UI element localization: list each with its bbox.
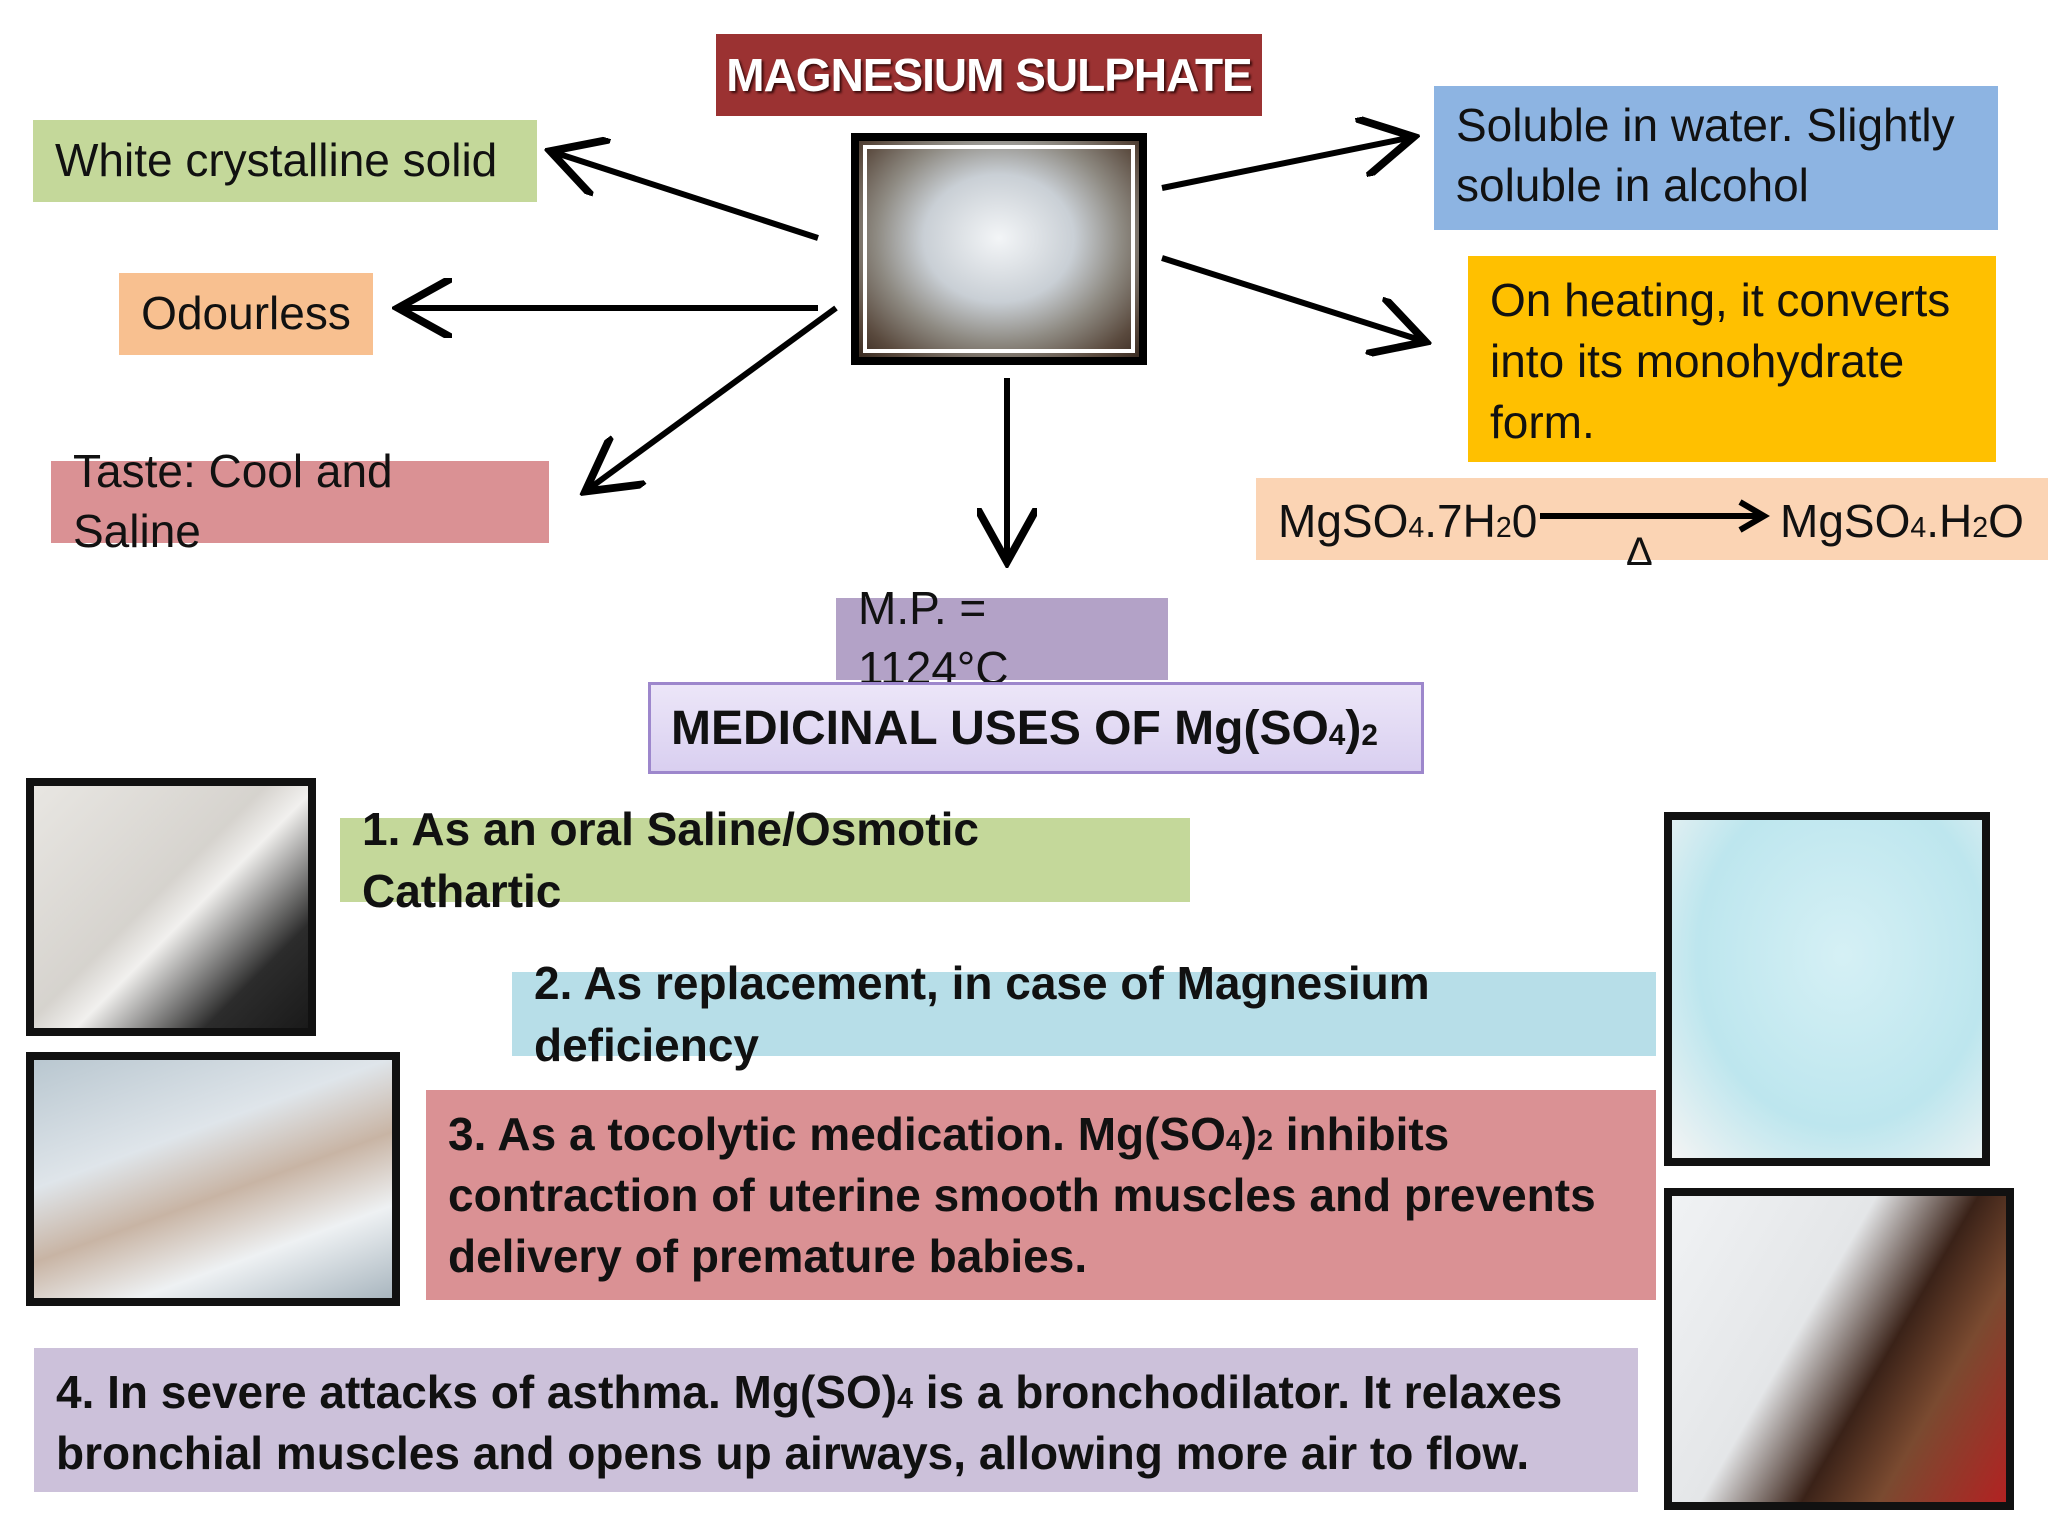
reactant-part-a: MgSO bbox=[1278, 495, 1409, 547]
uses-header-part-b: ) bbox=[1345, 701, 1362, 755]
arrow-to-solubility bbox=[1161, 138, 1408, 191]
arrow-to-white-solid bbox=[556, 153, 819, 241]
property-odour: Odourless bbox=[119, 273, 373, 355]
magnesium-sulphate-crystals-image bbox=[851, 133, 1147, 365]
reactant-part-b: .7H bbox=[1424, 495, 1496, 547]
property-heating: On heating, it converts into its monohyd… bbox=[1468, 256, 1996, 462]
property-solubility: Soluble in water. Slightly soluble in al… bbox=[1434, 86, 1998, 230]
uses-header-subscript-1: 4 bbox=[1328, 719, 1346, 752]
use-4-part-b: is a bronchodilator. It relaxes bronchia… bbox=[56, 1366, 1563, 1480]
use-1-cathartic: 1. As an oral Saline/Osmotic Cathartic bbox=[340, 803, 1190, 917]
uses-header-part-a: MEDICINAL USES OF Mg(SO bbox=[671, 701, 1329, 755]
arrow-to-taste bbox=[590, 305, 838, 488]
use-3-part-b: ) bbox=[1241, 1108, 1258, 1160]
property-appearance: White crystalline solid bbox=[33, 120, 537, 202]
reaction-equation: MgSO4.7H20 Δ MgSO4.H2O bbox=[1256, 478, 2048, 574]
property-melting-point: M.P. = 1124°C bbox=[836, 582, 1168, 694]
hospital-patient-illustration bbox=[1664, 812, 1990, 1166]
reactant-part-c: 0 bbox=[1511, 495, 1538, 547]
use-3-part-c: inhibits contraction of uterine smooth m… bbox=[448, 1108, 1596, 1283]
product-subscript-2: 2 bbox=[1972, 512, 1989, 544]
use-4-part-a: 4. In severe attacks of asthma. Mg(SO) bbox=[56, 1366, 898, 1418]
use-3-subscript-2: 2 bbox=[1257, 1125, 1273, 1157]
asthma-inhaler-photo bbox=[1664, 1188, 2014, 1510]
use-3-part-a: 3. As a tocolytic medication. Mg(SO bbox=[448, 1108, 1226, 1160]
diagram-title: MAGNESIUM SULPHATE bbox=[716, 34, 1262, 116]
use-2-magnesium-deficiency: 2. As replacement, in case of Magnesium … bbox=[512, 957, 1656, 1071]
property-taste: Taste: Cool and Saline bbox=[51, 445, 549, 557]
reactant: MgSO4.7H20 bbox=[1278, 494, 1537, 548]
reactant-subscript-1: 4 bbox=[1408, 512, 1425, 544]
stomach-ache-photo bbox=[26, 778, 316, 1036]
reaction-arrow-icon bbox=[1540, 499, 1770, 533]
reactant-subscript-2: 2 bbox=[1495, 512, 1512, 544]
use-4-asthma: 4. In severe attacks of asthma. Mg(SO)4 … bbox=[34, 1348, 1638, 1492]
arrow-to-heating bbox=[1161, 255, 1420, 340]
use-3-subscript-1: 4 bbox=[1225, 1125, 1242, 1157]
reaction-condition: Δ bbox=[1626, 530, 1653, 574]
product: MgSO4.H2O bbox=[1780, 494, 2024, 548]
uses-header-subscript-2: 2 bbox=[1361, 719, 1378, 752]
use-3-tocolytic: 3. As a tocolytic medication. Mg(SO4)2 i… bbox=[426, 1090, 1656, 1300]
product-subscript-1: 4 bbox=[1910, 512, 1927, 544]
product-part-b: .H bbox=[1926, 495, 1973, 547]
use-4-subscript: 4 bbox=[897, 1383, 913, 1415]
product-part-a: MgSO bbox=[1780, 495, 1911, 547]
premature-baby-photo bbox=[26, 1052, 400, 1306]
product-part-c: O bbox=[1988, 495, 2024, 547]
